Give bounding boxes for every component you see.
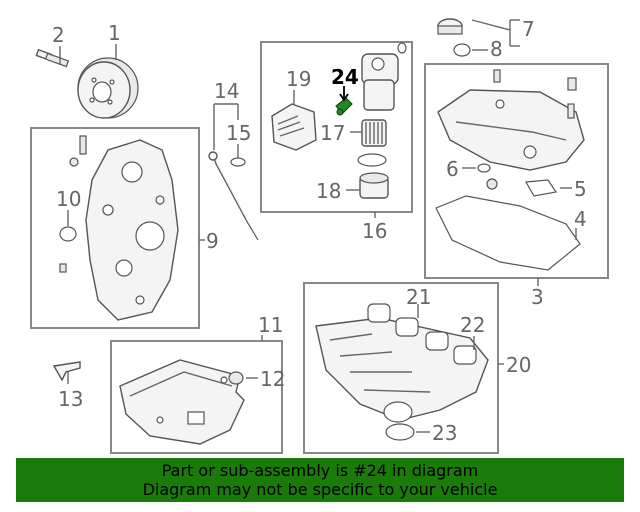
callout-1: 1 [108,21,121,45]
callout-20: 20 [506,353,531,377]
callout-21: 21 [406,285,431,309]
callout-9: 9 [206,229,219,253]
callout-22: 22 [460,313,485,337]
callout-19: 19 [286,67,311,91]
info-banner: Part or sub-assembly is #24 in diagram D… [16,458,624,502]
cap-seal-part-8 [453,43,471,57]
callout-3: 3 [531,285,544,309]
crank-pulley-part-1 [77,57,139,119]
box-timing-cover [30,127,200,329]
gaskets-part-21 [367,303,449,351]
filter-element-part-17 [361,119,387,147]
box-valve-cover [424,63,609,279]
seal-part-15 [230,157,246,167]
oil-cap-part-7 [437,18,463,35]
seal-part-6 [477,163,491,173]
bolt-part-2 [35,48,70,68]
callout-10: 10 [56,187,81,211]
callout-15: 15 [226,121,251,145]
callout-16: 16 [362,219,387,243]
callout-8: 8 [490,37,503,61]
callout-23: 23 [432,421,457,445]
valve-cover-part-3 [437,69,585,171]
oil-cooler-part-19 [271,103,317,151]
drain-plug-part-12 [220,371,244,385]
banner-line-2: Diagram may not be specific to your vehi… [142,480,498,499]
filter-cap-part-18 [359,172,389,199]
gasket-part-22 [453,345,477,365]
o-ring-part-23 [385,423,415,441]
callout-14: 14 [214,79,239,103]
callout-13: 13 [58,387,83,411]
callout-24: 24 [331,65,359,89]
gasket-part-5 [525,179,558,197]
callout-12: 12 [260,367,285,391]
callout-4: 4 [574,207,587,231]
box-oil-filter [260,41,413,213]
banner-line-1: Part or sub-assembly is #24 in diagram [161,461,479,480]
o-ring-part-10 [59,226,77,242]
box-oil-pan [110,340,283,454]
callout-5: 5 [574,177,587,201]
sensor-part-24 [335,97,353,116]
callout-2: 2 [52,23,65,47]
callout-7: 7 [522,17,535,41]
gasket-part-4 [435,195,581,271]
timing-cover-part-9 [85,139,179,321]
oil-filter-housing [361,42,407,111]
callout-18: 18 [316,179,341,203]
callout-17: 17 [320,121,345,145]
oil-pan-part-11 [119,359,245,445]
callout-6: 6 [446,157,459,181]
callout-11: 11 [258,313,283,337]
dipstick-part-14 [208,151,259,241]
box-intake-manifold [303,282,499,454]
bracket-part-13 [52,361,81,382]
